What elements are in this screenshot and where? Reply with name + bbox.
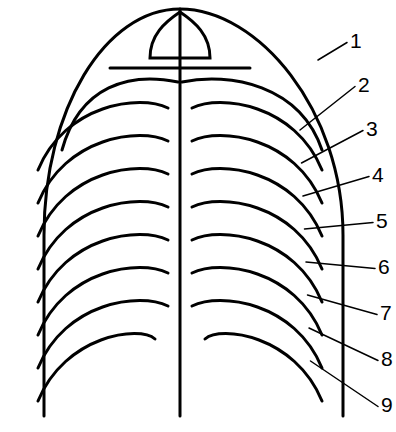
callout-number: 6	[378, 256, 390, 277]
leader-line	[308, 295, 378, 315]
leader-line	[300, 87, 355, 131]
leader-line	[302, 131, 364, 164]
leader-line	[305, 223, 374, 230]
leader-line	[309, 328, 378, 361]
callout-number: 4	[372, 164, 384, 185]
arch	[38, 334, 155, 402]
leader-line	[303, 177, 369, 197]
leader-line	[318, 43, 347, 61]
callout-number: 8	[381, 348, 393, 369]
callout-number: 2	[358, 74, 370, 95]
arch-group	[38, 79, 322, 401]
arch	[205, 334, 322, 402]
callout-number: 1	[350, 30, 362, 51]
head-dome	[150, 12, 210, 58]
callout-number: 5	[376, 210, 388, 231]
leader-line	[311, 361, 379, 407]
head-bar	[110, 67, 250, 70]
leader-group	[300, 43, 378, 407]
callout-number: 3	[366, 118, 378, 139]
callout-number: 7	[380, 302, 392, 323]
leader-line	[306, 262, 375, 269]
callout-number: 9	[381, 394, 393, 415]
midline	[179, 9, 182, 416]
